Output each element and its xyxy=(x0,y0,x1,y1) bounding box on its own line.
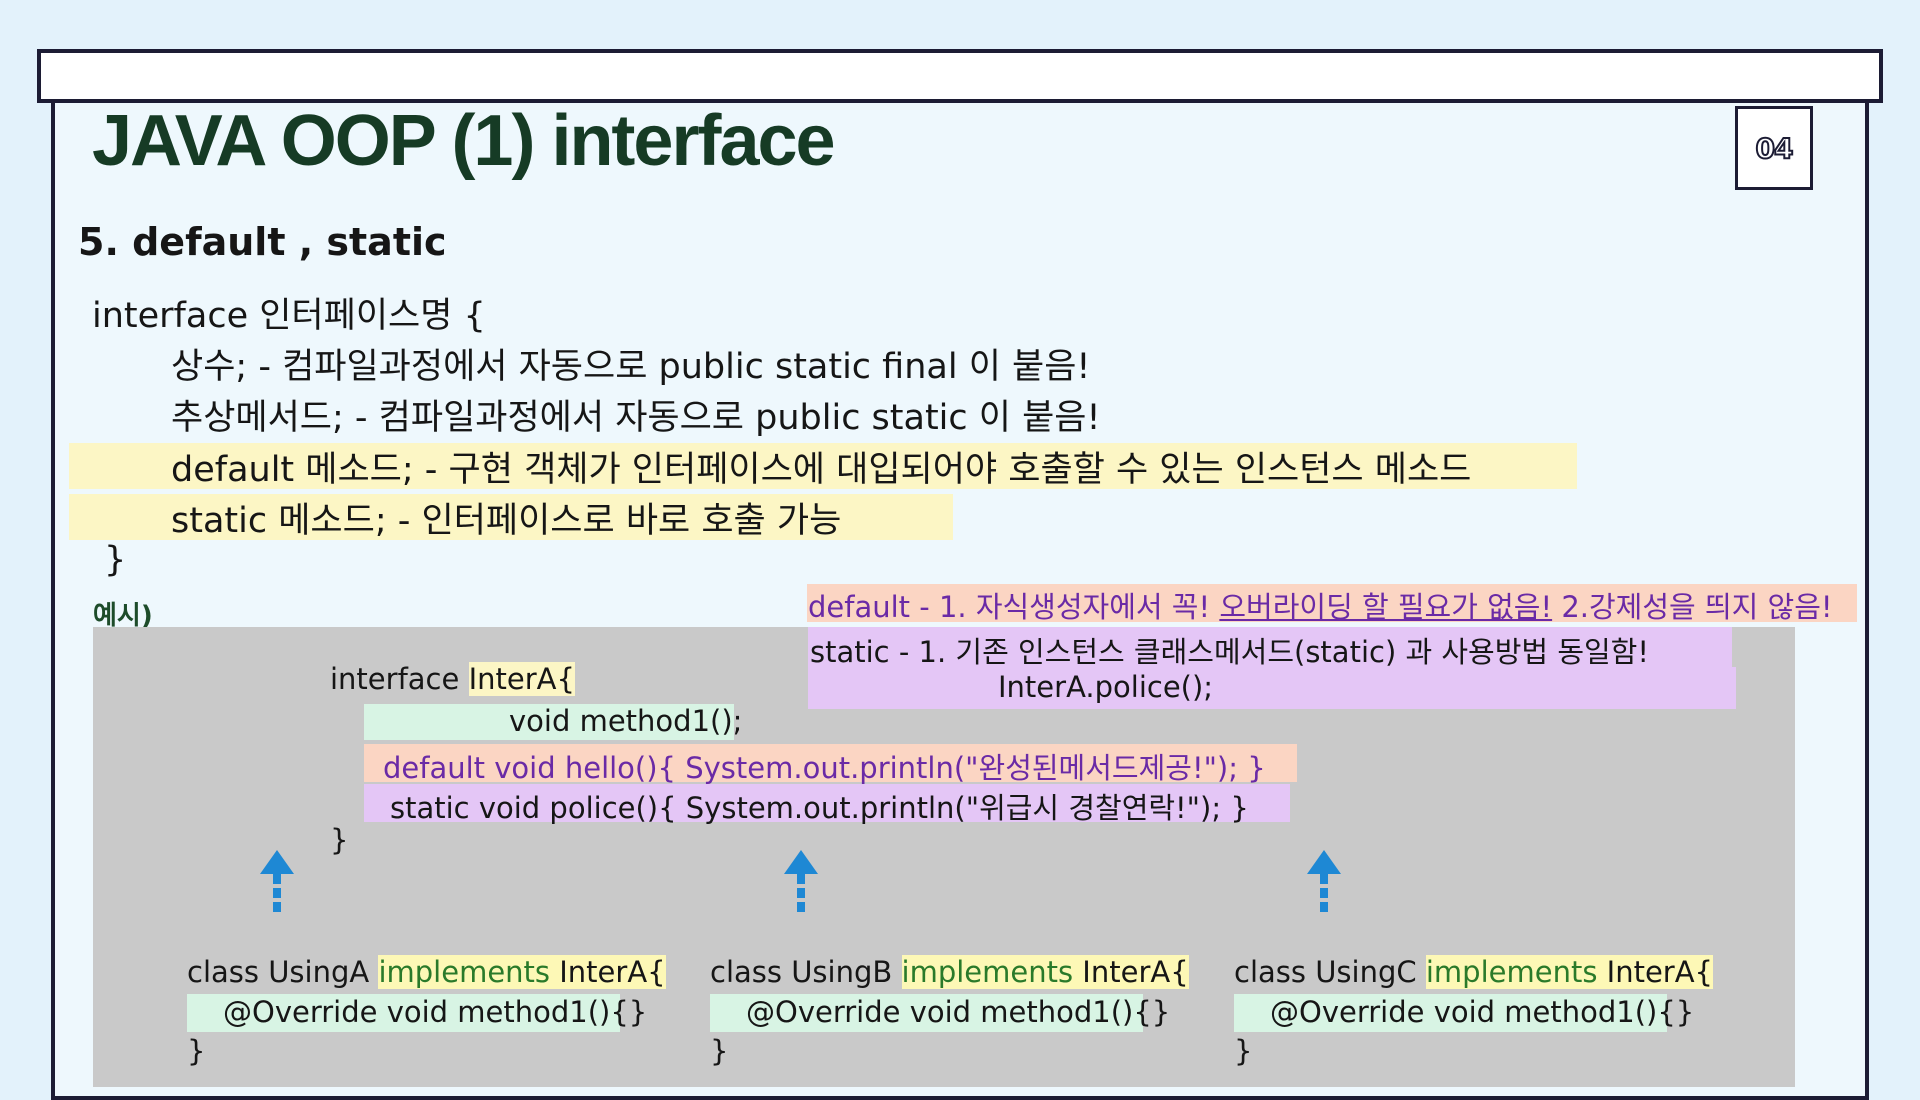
interface-method1: void method1(); xyxy=(509,704,743,738)
default-note-underlined: 오버라이딩 할 필요가 없음! xyxy=(1219,590,1553,624)
interface-default-method: default void hello(){ System.out.println… xyxy=(383,751,1266,785)
interface-ref: InterA{ xyxy=(550,955,666,989)
interface-name: InterA{ xyxy=(468,662,575,696)
inherit-arrow-icon xyxy=(260,850,294,912)
static-note-line1: static - 1. 기존 인스턴스 클래스메서드(static) 과 사용방… xyxy=(810,635,1649,669)
class-close: } xyxy=(710,1034,729,1068)
override-method: @Override void method1(){} xyxy=(746,995,1171,1029)
syntax-close: } xyxy=(104,540,127,580)
method1-highlight xyxy=(364,704,734,740)
implements-keyword: implements xyxy=(901,955,1074,989)
syntax-constant: 상수; - 컴파일과정에서 자동으로 public static final 이… xyxy=(171,347,1091,387)
slide-top-bar xyxy=(37,49,1883,103)
class-close: } xyxy=(187,1034,206,1068)
override-highlight xyxy=(187,994,620,1032)
override-highlight xyxy=(1234,994,1667,1032)
class-declaration: class UsingA implements InterA{ xyxy=(187,955,666,989)
syntax-abstract: 추상메서드; - 컴파일과정에서 자동으로 public static 이 붙음… xyxy=(171,398,1101,438)
implements-keyword: implements xyxy=(378,955,551,989)
default-note-suffix: 2.강제성을 띄지 않음! xyxy=(1552,590,1833,624)
class-name: class UsingB xyxy=(710,955,902,989)
default-note-prefix: default - 1. 자식생성자에서 꼭! xyxy=(808,590,1220,624)
section-heading: 5. default , static xyxy=(78,220,447,264)
syntax-static: static 메소드; - 인터페이스로 바로 호출 가능 xyxy=(171,501,842,541)
interface-keyword: interface xyxy=(330,662,469,696)
interface-declaration: interface InterA{ xyxy=(330,662,575,696)
class-declaration: class UsingC implements InterA{ xyxy=(1234,955,1714,989)
implements-keyword: implements xyxy=(1425,955,1598,989)
override-method: @Override void method1(){} xyxy=(1270,995,1695,1029)
syntax-open: interface 인터페이스명 { xyxy=(92,296,486,336)
static-note-line2: InterA.police(); xyxy=(998,670,1214,704)
default-note-highlight xyxy=(807,584,1857,622)
syntax-default: default 메소드; - 구현 객체가 인터페이스에 대입되어야 호출할 수… xyxy=(171,450,1472,490)
class-declaration: class UsingB implements InterA{ xyxy=(710,955,1189,989)
override-method: @Override void method1(){} xyxy=(223,995,648,1029)
page-title: JAVA OOP (1) interface xyxy=(92,101,836,181)
interface-ref: InterA{ xyxy=(1597,955,1714,989)
police-highlight xyxy=(364,784,1290,822)
class-close: } xyxy=(1234,1034,1253,1068)
inherit-arrow-icon xyxy=(1307,850,1341,912)
hello-highlight xyxy=(364,744,1297,782)
override-highlight xyxy=(710,994,1143,1032)
example-label: 예시) xyxy=(93,601,153,631)
static-note-highlight-2 xyxy=(808,667,1736,709)
page-number-badge: 04 xyxy=(1735,106,1813,190)
static-note-highlight-1 xyxy=(808,627,1732,667)
default-highlight xyxy=(69,443,1577,489)
class-name: class UsingA xyxy=(187,955,379,989)
interface-ref: InterA{ xyxy=(1073,955,1189,989)
static-highlight xyxy=(69,494,953,540)
interface-close: } xyxy=(330,823,349,857)
class-name: class UsingC xyxy=(1234,955,1426,989)
default-note: default - 1. 자식생성자에서 꼭! 오버라이딩 할 필요가 없음! … xyxy=(808,584,1833,626)
inherit-arrow-icon xyxy=(784,850,818,912)
interface-static-method: static void police(){ System.out.println… xyxy=(390,791,1249,825)
